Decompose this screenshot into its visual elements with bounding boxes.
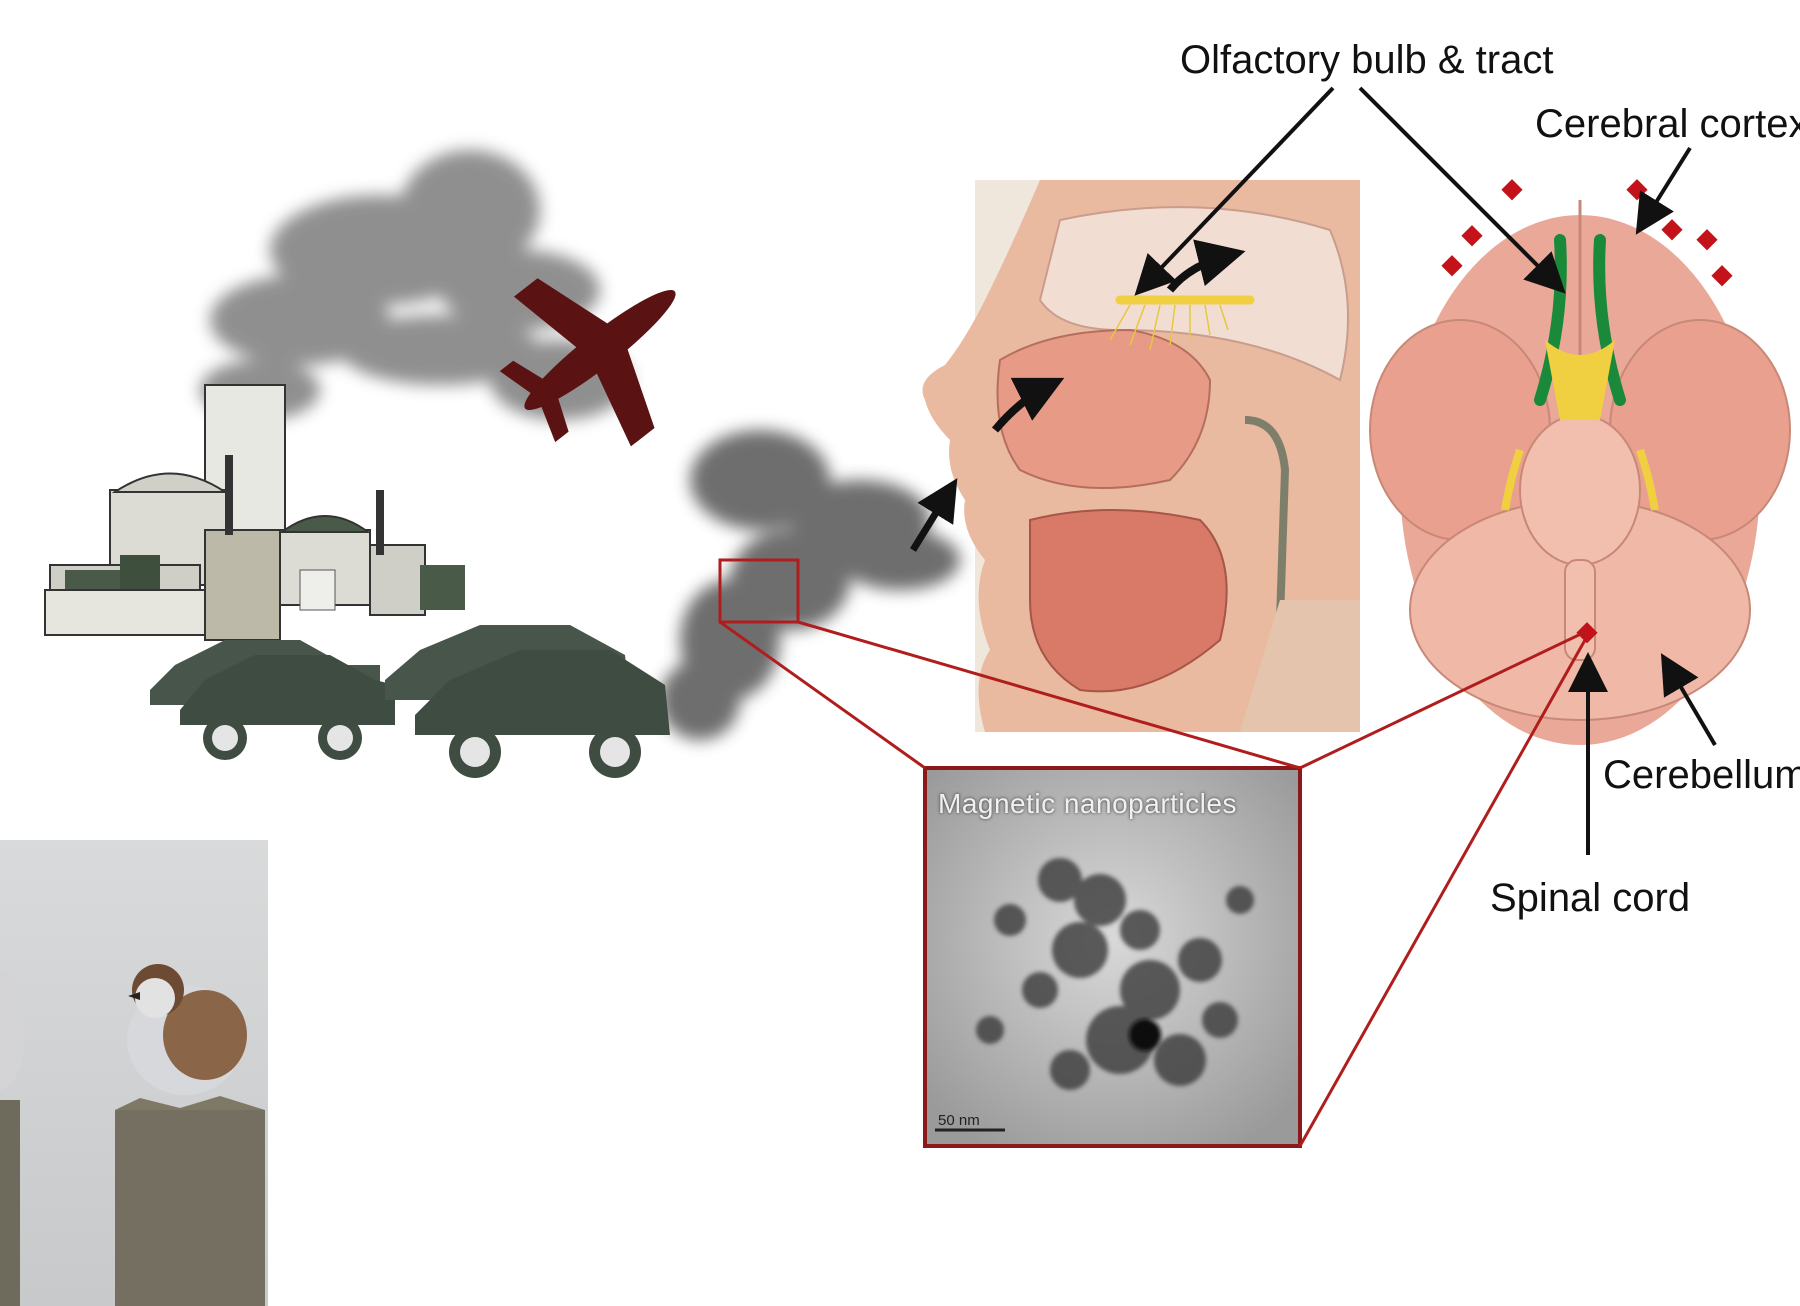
scale-bar-label: 50 nm [938, 1112, 980, 1129]
sparrows-photo [0, 840, 268, 1306]
micrograph-image [925, 768, 1300, 1146]
car-icon [150, 625, 670, 778]
brain-image [1370, 179, 1790, 745]
factory-icon [45, 385, 465, 640]
spinal-cord-label: Spinal cord [1490, 878, 1690, 918]
head-section-image [913, 180, 1360, 732]
micrograph-title: Magnetic nanoparticles [938, 788, 1237, 820]
cerebral-cortex-label: Cerebral cortex [1535, 104, 1800, 144]
cerebellum-label: Cerebellum [1603, 755, 1800, 795]
olfactory-bulb-label: Olfactory bulb & tract [1180, 40, 1553, 80]
exhaust-plume [660, 430, 960, 740]
